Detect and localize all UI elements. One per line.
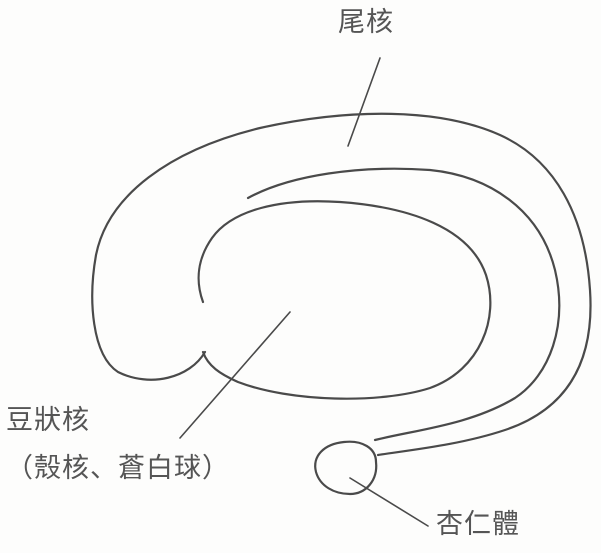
caudate-outer-outline xyxy=(91,112,592,457)
lentiform-components-label: （殼核、蒼白球） xyxy=(6,453,230,484)
amygdala-label: 杏仁體 xyxy=(436,509,520,540)
caudate-leader-line xyxy=(347,57,381,147)
lentiform-leader-line xyxy=(179,311,291,439)
caudate-nucleus-label: 尾核 xyxy=(338,7,394,38)
amygdala-leader-line xyxy=(349,477,429,527)
amygdala-outline xyxy=(314,440,378,496)
lentiform-nucleus-outline xyxy=(197,200,492,400)
lentiform-nucleus-label: 豆狀核 xyxy=(6,405,90,436)
caudate-inner-outline xyxy=(246,167,561,442)
